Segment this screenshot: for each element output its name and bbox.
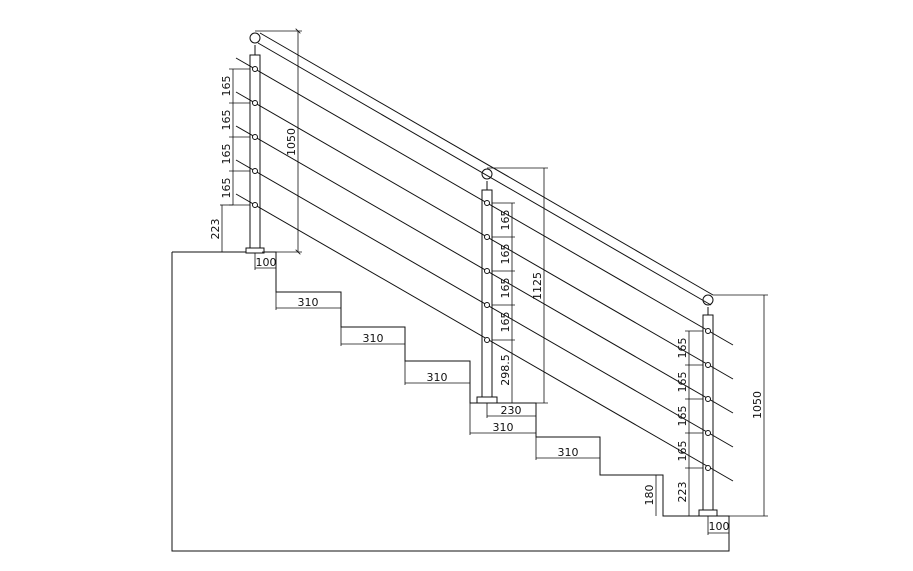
dim-tread-4: 310 [493,421,514,434]
dim-right-post-height: 1050 [751,391,764,419]
dim-mid-offset: 230 [501,404,522,417]
dim-tread-2: 310 [363,332,384,345]
post-middle [476,168,498,404]
dim-left-base: 100 [256,256,277,269]
dim-riser: 180 [643,485,656,506]
dim-tread-3: 310 [427,371,448,384]
dimension-lines [220,31,768,535]
dim-right-base: 100 [709,520,730,533]
posts [245,32,718,517]
cable-fittings [252,66,711,471]
dim-left-cable-2: 165 [220,110,233,131]
dim-mid-post-height: 1125 [531,272,544,300]
dim-right-cable-2: 165 [676,372,689,393]
dim-left-post-height: 1050 [285,128,298,156]
dim-mid-bottom: 298.5 [499,354,512,386]
dim-mid-cable-1: 165 [499,210,512,231]
dim-left-cable-1: 165 [220,76,233,97]
dim-tread-5: 310 [558,446,579,459]
dimension-labels: 1050 165 165 165 165 223 100 310 310 310… [209,76,764,534]
dim-left-bottom: 223 [209,219,222,240]
dim-mid-cable-2: 165 [499,244,512,265]
dim-right-cable-4: 165 [676,441,689,462]
handrail [257,32,714,306]
dim-tread-1: 310 [298,296,319,309]
dim-mid-cable-4: 165 [499,312,512,333]
handrail-cap-left [249,32,261,44]
post-left [245,32,265,254]
dim-left-cable-3: 165 [220,144,233,165]
dim-right-cable-1: 165 [676,338,689,359]
dim-right-cable-3: 165 [676,406,689,427]
dim-right-bottom: 223 [676,482,689,503]
dim-left-cable-4: 165 [220,178,233,199]
dim-mid-cable-3: 165 [499,278,512,299]
